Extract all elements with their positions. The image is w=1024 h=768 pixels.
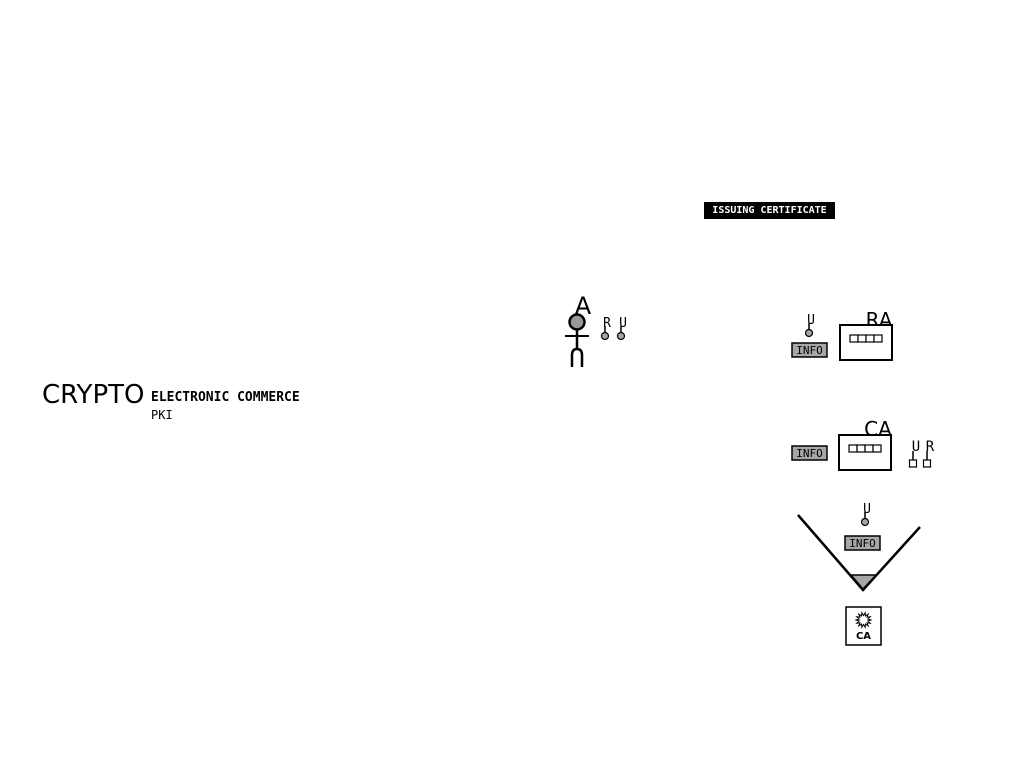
topic-label: ELECTRONIC COMMERCE [151,390,300,405]
funnel-info-box [844,535,881,551]
ra-key-letter: U [807,313,815,328]
ca-public-key-icon: U [908,439,920,468]
certificate-label: CA [856,631,871,642]
funnel-spout [849,574,878,591]
funnel-key-letter: U [863,502,871,517]
certificate-funnel: U INFO [797,502,921,592]
ca-info-box [791,445,828,461]
ra-public-key-icon: U [804,313,815,338]
subtopic-label: PKI [151,408,173,422]
private-key-icon: R [600,316,611,341]
ca-device-slots [848,444,882,453]
ca-private-key-icon: R [922,439,935,468]
funnel-info-label: INFO [849,537,876,550]
ca-public-key-letter: U [912,439,920,455]
crypto-title: CRYPTO [42,380,145,410]
ra-device-slots [849,334,883,343]
ra-info-label: INFO [796,344,823,357]
person-icon [565,313,589,367]
seal-icon [854,611,873,629]
public-key-letter: U [619,316,627,331]
funnel-public-key-icon: U [860,502,871,527]
certificate-authority: INFO CA U R [791,417,935,471]
certificate-icon [845,606,882,646]
issued-certificate: CA [845,606,882,646]
issuing-certificate-banner: ISSUING CERTIFICATE [704,202,835,219]
ca-info-label: INFO [796,447,823,460]
public-key-icon: U [616,316,627,341]
registration-authority: U INFO RA [791,308,893,361]
ra-info-box [791,342,828,358]
actor-a: A R U [565,292,627,367]
actor-name: A [575,292,592,320]
private-key-letter: R [603,316,611,331]
ca-private-key-letter: R [926,439,935,455]
